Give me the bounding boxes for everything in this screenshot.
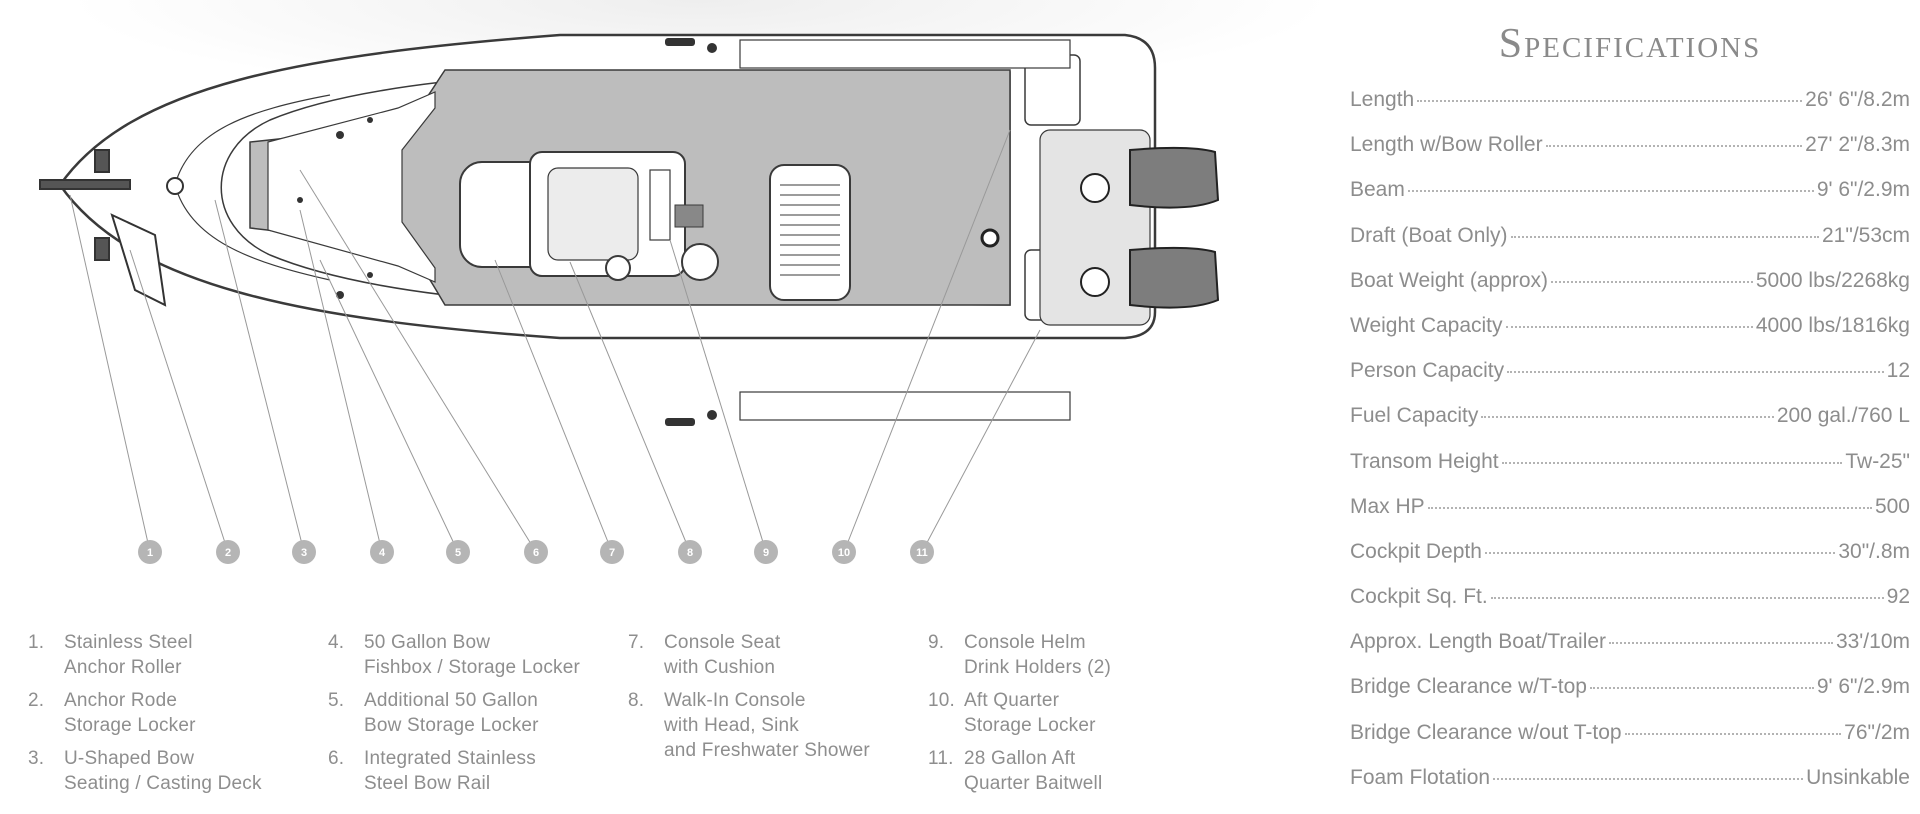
spec-row: Fuel Capacity 200 gal./760 L bbox=[1350, 404, 1910, 449]
legend-item-10: 10.Aft Quarter Storage Locker bbox=[928, 690, 1096, 736]
console-panel bbox=[649, 169, 671, 241]
spec-value: Unsinkable bbox=[1806, 765, 1910, 789]
spec-value: 76"/2m bbox=[1844, 720, 1910, 744]
spec-label: Boat Weight (approx) bbox=[1350, 268, 1549, 292]
spec-label: Cockpit Depth bbox=[1350, 539, 1482, 563]
spec-label: Foam Flotation bbox=[1350, 765, 1491, 789]
spec-label: Transom Height bbox=[1350, 449, 1499, 473]
transom-well bbox=[1039, 129, 1151, 326]
spec-value: 26' 6"/8.2m bbox=[1805, 88, 1910, 111]
spec-value: Tw-25" bbox=[1845, 449, 1910, 473]
spec-value: 4000 lbs/1816kg bbox=[1755, 313, 1910, 337]
bow-deck-line bbox=[174, 94, 331, 281]
legend-column-3: 7.Console Seat with Cushion 8.Walk-In Co… bbox=[628, 630, 928, 771]
specifications-panel: Specifications Length 26' 6"/8.2m Length … bbox=[1350, 20, 1910, 811]
spec-label: Length w/Bow Roller bbox=[1350, 133, 1543, 157]
legend-item-3: 3.U-Shaped Bow Seating / Casting Deck bbox=[28, 748, 262, 794]
console-seat bbox=[769, 164, 851, 301]
steering-wheel bbox=[681, 243, 719, 281]
legend-column-2: 4.50 Gallon Bow Fishbox / Storage Locker… bbox=[328, 630, 628, 804]
spec-value: 200 gal./760 L bbox=[1776, 404, 1910, 428]
gunwale-inner bbox=[220, 71, 1011, 306]
spec-label: Cockpit Sq. Ft. bbox=[1350, 585, 1488, 609]
casting-deck bbox=[267, 91, 436, 283]
spec-value: 21"/53cm bbox=[1822, 223, 1910, 247]
spec-row: Bridge Clearance w/T-top 9' 6"/2.9m bbox=[1350, 675, 1910, 720]
spec-value: 500 bbox=[1874, 494, 1910, 518]
spec-row: Cockpit Sq. Ft. 92 bbox=[1350, 585, 1910, 630]
spec-label: Fuel Capacity bbox=[1350, 404, 1479, 428]
spec-value: 9' 6"/2.9m bbox=[1816, 178, 1910, 202]
legend-item-5: 5.Additional 50 Gallon Bow Storage Locke… bbox=[328, 690, 539, 736]
spec-row: Length w/Bow Roller 27' 2"/8.3m bbox=[1350, 133, 1910, 178]
legend-column-4: 9.Console Helm Drink Holders (2) 10.Aft … bbox=[928, 630, 1228, 804]
legend-item-1: 1.Stainless Steel Anchor Roller bbox=[28, 632, 193, 678]
legend-item-8: 8.Walk-In Console with Head, Sink and Fr… bbox=[628, 690, 870, 761]
spec-value: 5000 lbs/2268kg bbox=[1755, 268, 1910, 292]
spec-row: Max HP 500 bbox=[1350, 495, 1910, 540]
spec-label: Approx. Length Boat/Trailer bbox=[1350, 630, 1607, 654]
spec-row: Weight Capacity 4000 lbs/1816kg bbox=[1350, 314, 1910, 359]
spec-label: Draft (Boat Only) bbox=[1350, 223, 1508, 247]
spec-value: 27' 2"/8.3m bbox=[1805, 133, 1910, 157]
deck-drain bbox=[980, 228, 1000, 248]
spec-row: Person Capacity 12 bbox=[1350, 359, 1910, 404]
boat-top-view-diagram bbox=[39, 33, 1220, 553]
outboard-engines bbox=[1080, 146, 1220, 309]
spec-value: 30"/.8m bbox=[1838, 539, 1910, 563]
spec-row: Draft (Boat Only) 21"/53cm bbox=[1350, 224, 1910, 269]
legend-item-2: 2.Anchor Rode Storage Locker bbox=[28, 690, 196, 736]
legend-item-6: 6.Integrated Stainless Steel Bow Rail bbox=[328, 748, 536, 794]
spec-row: Transom Height Tw-25" bbox=[1350, 450, 1910, 495]
legend-item-7: 7.Console Seat with Cushion bbox=[628, 632, 781, 678]
spec-label: Person Capacity bbox=[1350, 359, 1505, 383]
spec-value: 92 bbox=[1886, 585, 1910, 609]
rub-rail-bottom bbox=[739, 391, 1071, 421]
spec-value: 12 bbox=[1886, 359, 1910, 383]
spec-row: Cockpit Depth 30"/.8m bbox=[1350, 540, 1910, 585]
spec-row: Length 26' 6"/8.2m bbox=[1350, 88, 1910, 133]
console-control bbox=[674, 204, 704, 228]
spec-row: Bridge Clearance w/out T-top 76"/2m bbox=[1350, 721, 1910, 766]
legend-item-9: 9.Console Helm Drink Holders (2) bbox=[928, 632, 1111, 678]
rub-rail-top bbox=[739, 39, 1071, 69]
legend-item-4: 4.50 Gallon Bow Fishbox / Storage Locker bbox=[328, 632, 581, 678]
spec-label: Weight Capacity bbox=[1350, 313, 1503, 337]
spec-row: Foam Flotation Unsinkable bbox=[1350, 766, 1910, 811]
legend-column-1: 1.Stainless Steel Anchor Roller 2.Anchor… bbox=[28, 630, 328, 804]
spec-row: Beam 9' 6"/2.9m bbox=[1350, 178, 1910, 223]
spec-label: Beam bbox=[1350, 178, 1405, 202]
spec-label: Max HP bbox=[1350, 494, 1425, 518]
spec-value: 33'/10m bbox=[1835, 630, 1910, 654]
leader-lines bbox=[69, 129, 1041, 553]
spec-row: Approx. Length Boat/Trailer 33'/10m bbox=[1350, 630, 1910, 675]
console-windshield bbox=[547, 167, 639, 261]
spec-row: Boat Weight (approx) 5000 lbs/2268kg bbox=[1350, 269, 1910, 314]
legend-item-11: 11.28 Gallon Aft Quarter Baitwell bbox=[928, 748, 1103, 794]
anchor-roller bbox=[39, 149, 184, 307]
spec-label: Bridge Clearance w/out T-top bbox=[1350, 720, 1622, 744]
spec-label: Length bbox=[1350, 88, 1415, 111]
spec-value: 9' 6"/2.9m bbox=[1816, 675, 1910, 699]
specifications-title: Specifications bbox=[1498, 21, 1762, 67]
console-gauge bbox=[605, 255, 631, 281]
spec-label: Bridge Clearance w/T-top bbox=[1350, 675, 1587, 699]
